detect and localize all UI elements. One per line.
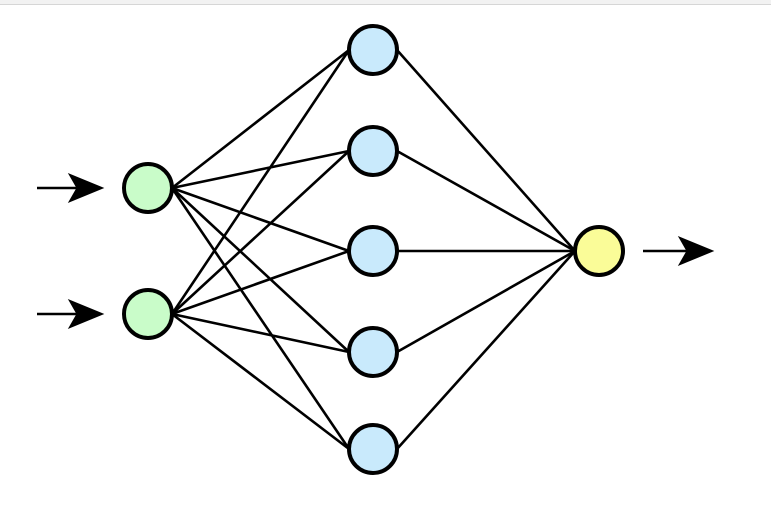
input-layer xyxy=(122,162,174,340)
output-arrow-icon xyxy=(643,235,715,267)
edges-group xyxy=(170,48,576,451)
hidden-node xyxy=(347,125,399,177)
edge-line xyxy=(171,312,350,451)
edge-line xyxy=(396,249,576,354)
arrow-head xyxy=(67,172,105,204)
edge-line xyxy=(171,249,350,316)
edge-line xyxy=(171,150,350,315)
input-arrow-2-icon xyxy=(37,298,105,330)
input-node xyxy=(122,162,174,214)
output-layer xyxy=(573,225,625,277)
input-arrow-1-icon xyxy=(37,172,105,204)
output-node xyxy=(573,225,625,277)
hidden-layer xyxy=(347,24,399,475)
hidden-node xyxy=(347,423,399,475)
edge-line xyxy=(396,250,576,450)
edge-line xyxy=(396,149,576,253)
edge-line xyxy=(170,187,351,450)
edge-line xyxy=(171,187,350,353)
input-node xyxy=(122,288,174,340)
edge-line xyxy=(171,48,350,190)
window-top-border xyxy=(0,0,771,5)
edge-line xyxy=(171,149,350,190)
hidden-node xyxy=(347,24,399,76)
hidden-node xyxy=(347,225,399,277)
hidden-node xyxy=(347,326,399,378)
arrow-head xyxy=(67,298,105,330)
edge-line xyxy=(171,186,350,253)
edge-line xyxy=(171,312,350,354)
edge-line xyxy=(396,49,576,252)
arrow-head xyxy=(677,235,715,267)
edge-line xyxy=(170,49,351,315)
